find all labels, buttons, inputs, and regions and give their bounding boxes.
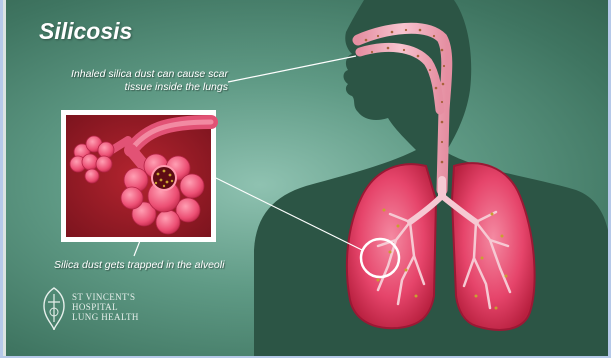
- alveoli-inset: [61, 110, 216, 242]
- logo-line-3: LUNG HEALTH: [72, 312, 172, 322]
- hospital-logo: ST VINCENT'S HOSPITAL LUNG HEALTH: [40, 286, 160, 334]
- page-title: Silicosis: [39, 18, 132, 45]
- logo-line-1: ST VINCENT'S: [72, 292, 172, 302]
- diagram-canvas: Silicosis Inhaled silica dust can cause …: [6, 0, 611, 356]
- callout-inhaled: Inhaled silica dust can cause scar tissu…: [56, 68, 228, 94]
- logo-text: ST VINCENT'S HOSPITAL LUNG HEALTH: [72, 292, 172, 322]
- logo-line-2: HOSPITAL: [72, 302, 172, 312]
- callout-alveoli: Silica dust gets trapped in the alveoli: [54, 259, 234, 272]
- callout-line-inhaled: [228, 56, 356, 82]
- hospital-crest-icon: [40, 286, 68, 332]
